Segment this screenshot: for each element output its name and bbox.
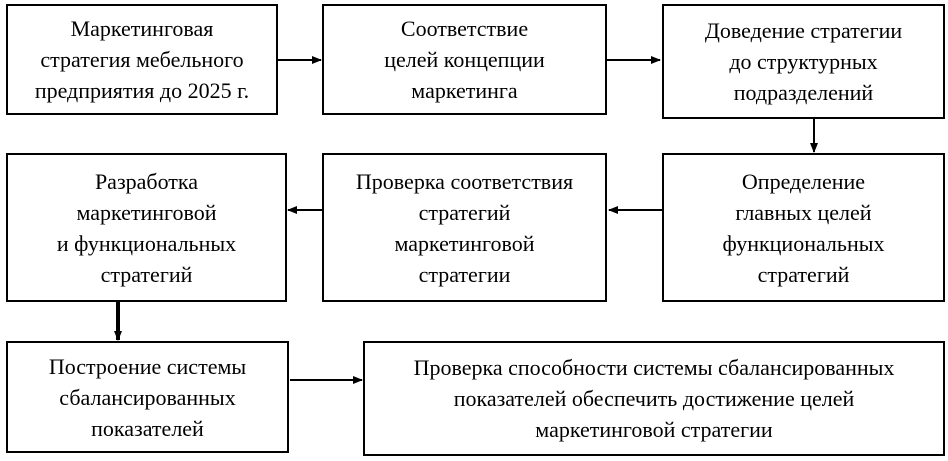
box-label: Определение главных целей функциональных… <box>722 168 885 287</box>
box-label: Разработка маркетинговой и функциональны… <box>56 168 237 287</box>
box-scorecard-capability-check: Проверка способности системы сбалансиров… <box>363 341 945 456</box>
box-goals-conformity: Соответствие целей концепции маркетинга <box>322 4 607 115</box>
box-balanced-scorecard: Построение системы сбалансированных пока… <box>6 341 289 453</box>
box-label: Проверка способности системы сбалансиров… <box>413 355 895 442</box>
box-strategy-deployment: Доведение стратегии до структурных подра… <box>662 4 945 119</box>
box-strategy-development: Разработка маркетинговой и функциональны… <box>6 153 287 302</box>
box-label: Маркетинговая стратегия мебельного предп… <box>34 16 250 103</box>
box-label: Соответствие целей концепции маркетинга <box>384 16 545 103</box>
box-label: Доведение стратегии до структурных подра… <box>704 18 903 105</box>
box-functional-goals: Определение главных целей функциональных… <box>662 153 945 302</box>
box-marketing-strategy-2025: Маркетинговая стратегия мебельного предп… <box>6 4 278 115</box>
box-label: Проверка соответствия стратегий маркетин… <box>355 168 574 287</box>
box-label: Построение системы сбалансированных пока… <box>48 353 247 441</box>
box-strategy-check: Проверка соответствия стратегий маркетин… <box>322 153 607 302</box>
